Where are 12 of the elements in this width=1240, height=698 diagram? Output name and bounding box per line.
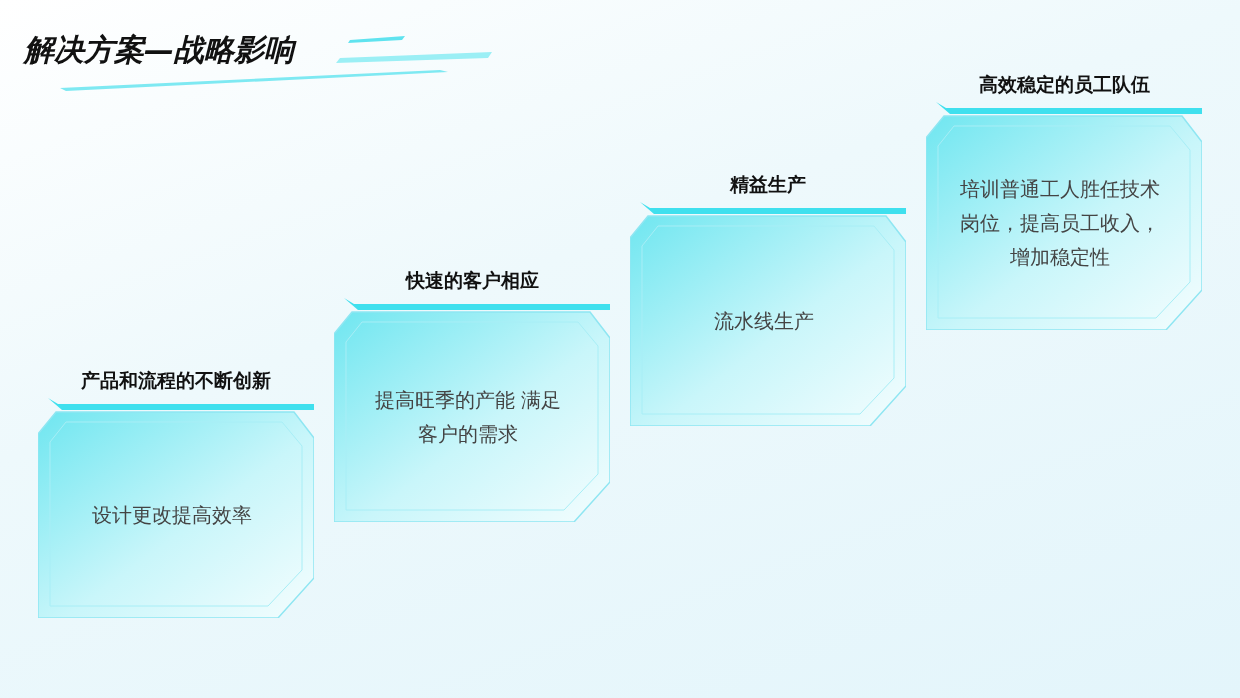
card [630, 172, 906, 426]
card-text: 提高旺季的产能 满足客户的需求 [373, 387, 563, 448]
card-heading: 高效稳定的员工队伍 [977, 72, 1151, 97]
card-heading: 精益生产 [728, 172, 807, 197]
card-text: 培训普通工人胜任技术岗位，提高员工收入，增加稳定性 [960, 176, 1160, 271]
card-heading: 产品和流程的不断创新 [80, 368, 272, 393]
card [38, 368, 314, 618]
card-text: 流水线生产 [713, 308, 815, 335]
card-heading: 快速的客户相应 [404, 268, 540, 293]
card [334, 268, 610, 522]
card-text: 设计更改提高效率 [91, 502, 253, 529]
card [926, 72, 1202, 330]
